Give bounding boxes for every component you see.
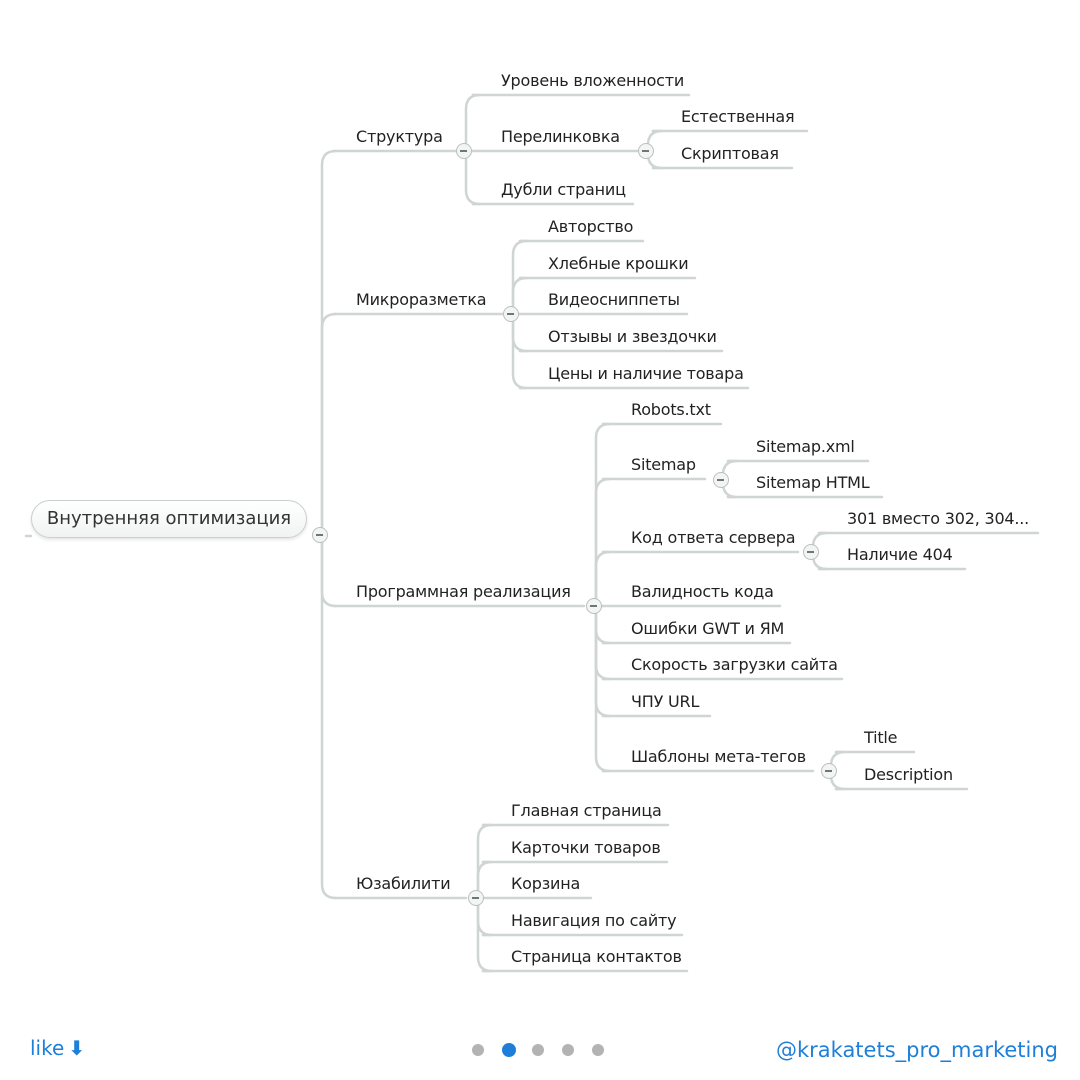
collapse-toggle-icon[interactable] — [468, 890, 484, 906]
child-node[interactable]: Шаблоны мета-тегов — [631, 747, 806, 766]
branch-node[interactable]: Структура — [356, 127, 443, 146]
like-link[interactable]: like⬇ — [30, 1036, 85, 1060]
collapse-toggle-icon[interactable] — [312, 527, 328, 543]
branch-connector — [320, 149, 337, 537]
leaf-node[interactable]: Description — [864, 765, 953, 784]
leaf-node[interactable]: 301 вместо 302, 304... — [847, 509, 1030, 528]
collapse-toggle-icon[interactable] — [638, 143, 654, 159]
child-node[interactable]: Ошибки GWT и ЯМ — [631, 619, 785, 638]
collapse-toggle-icon[interactable] — [713, 472, 729, 488]
collapse-toggle-icon[interactable] — [503, 306, 519, 322]
branch-node[interactable]: Микроразметка — [356, 290, 487, 309]
arrow-down-icon: ⬇ — [68, 1036, 86, 1060]
child-node[interactable]: Уровень вложенности — [501, 71, 685, 90]
branch-connector — [320, 533, 337, 608]
leaf-node[interactable]: Title — [864, 728, 898, 747]
child-node[interactable]: Отзывы и звездочки — [548, 327, 717, 346]
pager-dot[interactable] — [592, 1044, 604, 1056]
child-node[interactable]: Карточки товаров — [511, 838, 661, 857]
child-connector — [594, 604, 611, 718]
child-node[interactable]: Дубли страниц — [501, 180, 626, 199]
collapse-toggle-icon[interactable] — [821, 763, 837, 779]
child-node[interactable]: Robots.txt — [631, 400, 711, 419]
leaf-node[interactable]: Наличие 404 — [847, 545, 953, 564]
leaf-node[interactable]: Sitemap HTML — [756, 473, 870, 492]
root-node-box[interactable] — [31, 500, 307, 538]
branch-connector — [320, 533, 337, 900]
child-node[interactable]: Корзина — [511, 874, 581, 893]
child-node[interactable]: Валидность кода — [631, 582, 774, 601]
child-node[interactable]: Страница контактов — [511, 947, 682, 966]
collapse-toggle-icon[interactable] — [586, 598, 602, 614]
child-node[interactable]: Авторство — [548, 217, 634, 236]
child-node[interactable]: Код ответа сервера — [631, 528, 796, 547]
child-node[interactable]: Хлебные крошки — [548, 254, 689, 273]
child-node[interactable]: Главная страница — [511, 801, 662, 820]
pager-dot-active[interactable] — [502, 1043, 516, 1057]
child-connector — [594, 477, 611, 608]
child-node[interactable]: Sitemap — [631, 455, 696, 474]
child-node[interactable]: Скорость загрузки сайта — [631, 655, 838, 674]
pager-dot[interactable] — [472, 1044, 484, 1056]
collapse-toggle-icon[interactable] — [456, 143, 472, 159]
child-connector — [464, 93, 481, 153]
child-node[interactable]: Перелинковка — [501, 127, 620, 146]
root-node-label: Внутренняя оптимизация — [46, 508, 292, 529]
leaf-node[interactable]: Скриптовая — [681, 144, 779, 163]
leaf-node[interactable]: Естественная — [681, 107, 795, 126]
collapse-toggle-icon[interactable] — [803, 544, 819, 560]
pager-dot[interactable] — [532, 1044, 544, 1056]
child-node[interactable]: Цены и наличие товара — [548, 364, 744, 383]
like-label: like — [30, 1036, 65, 1060]
leaf-node[interactable]: Sitemap.xml — [756, 437, 855, 456]
child-connector — [594, 422, 611, 608]
pager-dot[interactable] — [562, 1044, 574, 1056]
child-node[interactable]: ЧПУ URL — [631, 692, 700, 711]
child-node[interactable]: Навигация по сайту — [511, 911, 677, 930]
author-handle[interactable]: @krakatets_pro_marketing — [775, 1038, 1058, 1062]
branch-node[interactable]: Юзабилити — [356, 874, 451, 893]
child-node[interactable]: Видеосниппеты — [548, 290, 680, 309]
child-connector — [594, 604, 611, 773]
branch-node[interactable]: Программная реализация — [356, 582, 571, 601]
child-connector — [594, 550, 611, 608]
branch-connector — [320, 312, 337, 537]
child-connector — [464, 149, 481, 206]
